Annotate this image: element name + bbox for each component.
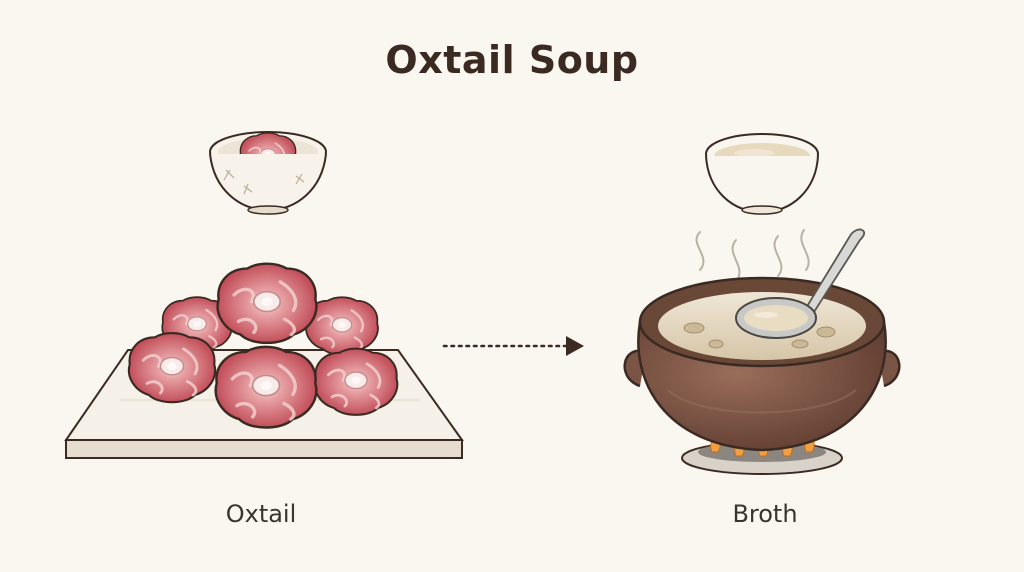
page-title: Oxtail Soup (385, 38, 639, 82)
oxtail-label: Oxtail (225, 500, 297, 528)
ladle (735, 228, 866, 339)
oxtail-bowl (209, 131, 327, 215)
broth-label: Broth (732, 500, 798, 528)
broth-illustration (623, 133, 901, 475)
broth-bowl (705, 133, 819, 215)
oxtail-illustration (64, 131, 464, 459)
process-arrow (442, 336, 584, 356)
oxtail-pile (127, 262, 399, 430)
